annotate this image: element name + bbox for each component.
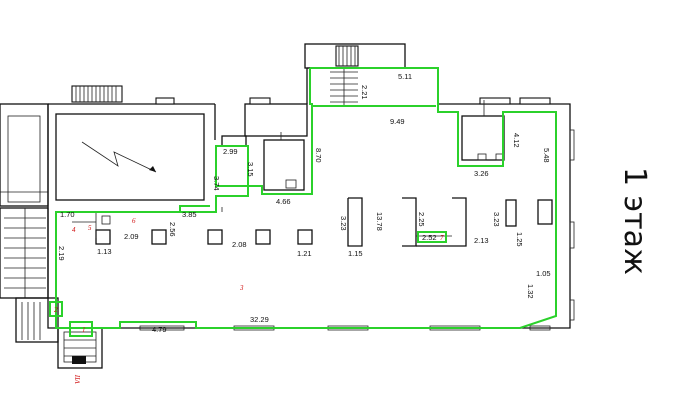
dim-24: 2.13 — [474, 236, 489, 245]
shaft-room-right — [461, 115, 505, 161]
left-wing — [0, 103, 49, 207]
room-number-6: 6 — [132, 217, 136, 225]
room-number-1: 1 — [82, 326, 86, 334]
dimension-labels: 5.11 2.21 9.49 4.12 5.48 3.26 2.99 3.15 … — [57, 72, 551, 334]
dim-22: 2.25 — [417, 212, 426, 227]
dim-4: 5.48 — [542, 148, 551, 163]
bottom-windows — [139, 129, 575, 331]
dim-13: 2.56 — [168, 222, 177, 237]
bottom-left-stair — [15, 297, 59, 343]
dim-28: 1.32 — [526, 284, 535, 299]
dim-15: 2.08 — [232, 240, 247, 249]
dim-19: 1.15 — [348, 249, 363, 258]
dim-30: 32.29 — [250, 315, 269, 324]
dim-8: 8.70 — [314, 148, 323, 163]
dim-5: 3.26 — [474, 169, 489, 178]
room-number-vii: VII — [74, 374, 82, 384]
room-number-5: 5 — [88, 224, 92, 232]
dim-26: 1.25 — [515, 232, 524, 247]
dim-0: 5.11 — [398, 72, 412, 81]
dim-11: 1.70 — [60, 210, 75, 219]
pillars — [347, 197, 553, 247]
dim-16: 1.13 — [97, 247, 112, 256]
dim-25: 3.23 — [492, 212, 501, 227]
room-number-7: 7 — [440, 234, 444, 242]
dim-27: 1.05 — [536, 269, 551, 278]
zone-outline — [49, 67, 557, 337]
dim-12: 3.85 — [182, 210, 197, 219]
dim-14: 2.09 — [124, 232, 139, 241]
left-stair — [0, 207, 49, 299]
dim-17: 2.19 — [57, 246, 66, 261]
floor-label: 1 этаж — [617, 167, 652, 275]
dim-20: 3.23 — [339, 216, 348, 231]
room-numbers: 4 5 6 2 3 1 7 VII — [54, 217, 444, 384]
dim-9: 3.74 — [212, 176, 221, 191]
left-wing-inner — [7, 115, 41, 203]
dim-3: 4.12 — [512, 133, 521, 148]
dim-7: 3.15 — [246, 162, 255, 177]
dim-21: 13.78 — [375, 212, 384, 231]
dim-10: 4.66 — [276, 197, 291, 206]
dim-29: 4.79 — [152, 325, 167, 334]
lightning-icon — [81, 141, 157, 173]
arrow-head-icon — [149, 166, 156, 172]
electrical-room — [55, 113, 205, 201]
top-stair-steps — [330, 68, 358, 106]
dim-2: 9.49 — [390, 117, 405, 126]
room-number-3: 3 — [239, 284, 244, 292]
room-number-4: 4 — [72, 226, 76, 234]
upper-room — [244, 103, 308, 137]
building-walls — [0, 43, 575, 369]
shaft-room — [263, 139, 305, 191]
dim-23: 2.52 — [422, 233, 437, 242]
dim-6: 2.99 — [223, 147, 238, 156]
room-number-2: 2 — [54, 306, 58, 314]
dim-1: 2.21 — [360, 85, 369, 100]
dim-18: 1.21 — [297, 249, 312, 258]
